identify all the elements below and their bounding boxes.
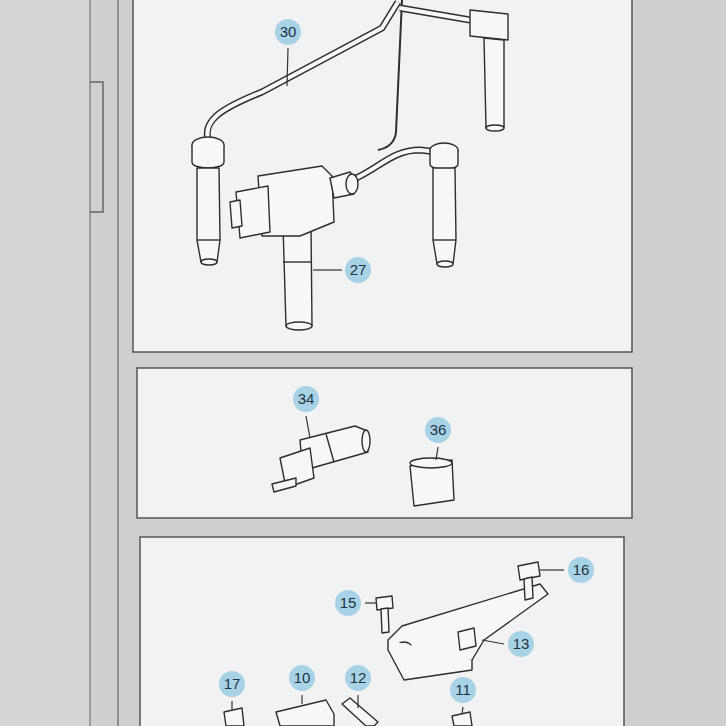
leader-line	[313, 269, 342, 270]
callout-number: 34	[293, 386, 319, 412]
plug-boot	[484, 38, 504, 128]
panel	[133, 0, 632, 352]
callout-number: 13	[508, 631, 534, 657]
leader-line	[287, 48, 288, 86]
frame-line	[117, 0, 119, 726]
long-bolt	[342, 698, 378, 726]
ignition-wire	[352, 150, 438, 180]
plug-boot	[192, 145, 224, 168]
block	[276, 700, 334, 726]
bracket	[388, 640, 472, 680]
callout-number: 17	[219, 671, 245, 697]
margin	[0, 0, 90, 726]
sleeve	[410, 458, 452, 468]
coil-connector	[230, 200, 242, 228]
bolt	[224, 708, 244, 726]
frame-line	[89, 0, 91, 726]
ignition-wire	[400, 8, 470, 20]
ignition-wire	[207, 2, 398, 148]
plug-boot	[197, 239, 220, 240]
leader-line	[365, 602, 377, 603]
bolt	[524, 577, 533, 600]
sensor	[362, 430, 370, 452]
ignition-wire	[378, 0, 402, 150]
callout-number: 10	[289, 665, 315, 691]
leader-line	[357, 695, 358, 708]
callout-number: 12	[345, 665, 371, 691]
bolt	[381, 608, 389, 633]
callout-number: 36	[425, 417, 451, 443]
leader-line	[231, 701, 232, 710]
plug-boot	[486, 125, 504, 131]
leader-line	[436, 447, 438, 460]
plug-boot	[470, 10, 508, 40]
plug-boot	[197, 168, 220, 262]
sensor	[326, 434, 334, 462]
plug-boot	[437, 261, 453, 267]
ignition-coil	[286, 322, 312, 330]
frame-bracket	[90, 82, 103, 212]
leader-line	[301, 695, 302, 704]
ignition-coil	[283, 261, 311, 262]
sensor	[272, 478, 296, 492]
plug-boot	[430, 150, 458, 169]
plug-boot	[433, 168, 456, 264]
leader-line	[462, 707, 463, 714]
panel	[140, 537, 624, 726]
ignition-wire	[352, 150, 438, 180]
leader-line	[306, 416, 310, 438]
callout-number: 15	[335, 590, 361, 616]
callout-number: 11	[450, 677, 476, 703]
coil-connector	[346, 174, 358, 194]
plug-boot	[201, 259, 217, 265]
bolt	[452, 712, 472, 726]
leader-line	[540, 569, 564, 570]
callout-number: 27	[345, 257, 371, 283]
callout-number: 30	[275, 19, 301, 45]
callout-number: 16	[568, 557, 594, 583]
bracket	[458, 628, 476, 650]
ignition-wire	[400, 8, 470, 20]
leader-line	[482, 640, 504, 644]
ignition-coil	[283, 225, 312, 326]
panel	[137, 368, 632, 518]
plug-boot	[433, 239, 456, 240]
ignition-wire	[207, 2, 398, 148]
